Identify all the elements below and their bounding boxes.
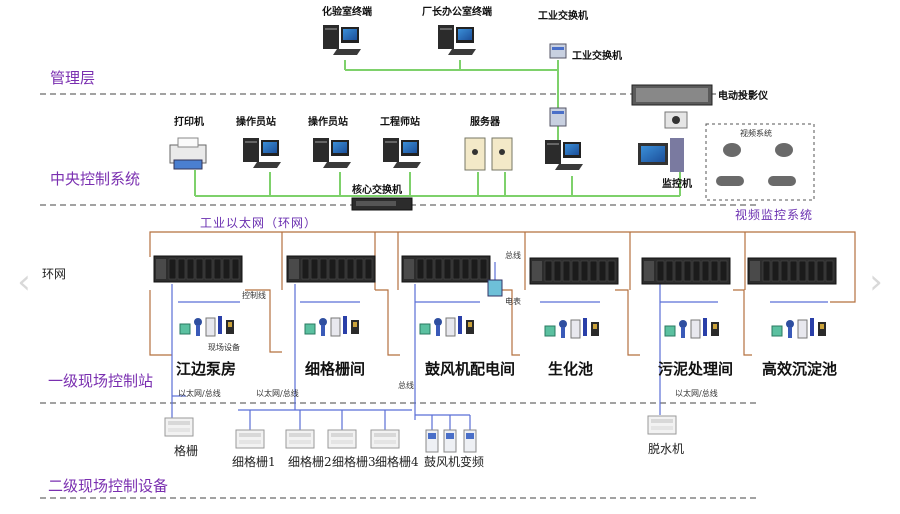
operator-station-2-label: 操作员站 [308, 117, 348, 128]
ethernet-bus-label-1: 以太网/总线 [178, 389, 221, 398]
video-monitoring-label: 视频监控系统 [735, 208, 814, 222]
chevron-right-icon[interactable]: › [869, 262, 883, 302]
camera-icon [716, 143, 796, 186]
device-fine-3-label: 细格栅3 [332, 455, 376, 469]
server-label: 服务器 [470, 117, 500, 128]
core-switch-icon [351, 197, 413, 211]
station-label-5: 高效沉淀池 [762, 360, 838, 378]
engineer-station-label: 工程师站 [380, 117, 420, 128]
lab-terminal-label: 化验室终端 [322, 7, 372, 18]
projector-icon [631, 84, 713, 129]
layer-central: 中央控制系统 [50, 170, 141, 188]
projector-label: 电动投影仪 [718, 91, 768, 102]
device-fine-2-label: 细格栅2 [288, 455, 332, 469]
control-line-label: 控制线 [242, 291, 266, 300]
industrial-switch-label-top: 工业交换机 [538, 11, 588, 22]
layer-field1: 一级现场控制站 [48, 372, 154, 390]
bus-label-1: 总线 [505, 251, 521, 260]
director-terminal-label: 厂长办公室终端 [422, 7, 492, 18]
printer-icon [169, 137, 207, 170]
meter-label: 电表 [505, 297, 521, 306]
ethernet-bus-label-2: 以太网/总线 [256, 389, 299, 398]
monitor-computer-icon [638, 138, 684, 172]
server-icon [464, 137, 513, 171]
device-fine-4-label: 细格栅4 [375, 455, 419, 469]
device-grille-label: 格栅 [174, 444, 199, 458]
bus-label-2: 总线 [398, 381, 414, 390]
station-label-4: 污泥处理间 [658, 360, 734, 378]
device-fine-1-label: 细格栅1 [232, 455, 276, 469]
ethernet-bus-label-3: 以太网/总线 [675, 389, 718, 398]
switch-icon [549, 43, 567, 59]
station-label-2: 鼓风机配电间 [425, 360, 516, 378]
layer-management: 管理层 [50, 69, 96, 87]
device-dewater-label: 脱水机 [648, 442, 685, 456]
device-blower-vfd-label: 鼓风机变频 [424, 455, 485, 469]
meter-icon [487, 279, 503, 297]
layer-field2: 二级现场控制设备 [48, 477, 169, 495]
station-label-3: 生化池 [548, 360, 594, 378]
printer-label: 打印机 [174, 117, 204, 128]
monitor-label: 监控机 [662, 179, 692, 190]
core-switch-label: 核心交换机 [352, 185, 402, 196]
station-label-0: 江边泵房 [176, 360, 237, 378]
station-label-1: 细格栅间 [305, 360, 366, 378]
operator-station-1-label: 操作员站 [236, 117, 276, 128]
field-device-label: 现场设备 [208, 343, 240, 352]
video-system-label: 视频系统 [740, 129, 772, 138]
chevron-left-icon[interactable]: ‹ [17, 262, 31, 302]
ring-label: 环网 [42, 267, 67, 281]
industrial-switch-label-side: 工业交换机 [572, 51, 622, 62]
ethernet-ring-label: 工业以太网（环网） [200, 216, 318, 230]
switch-icon [549, 107, 567, 127]
